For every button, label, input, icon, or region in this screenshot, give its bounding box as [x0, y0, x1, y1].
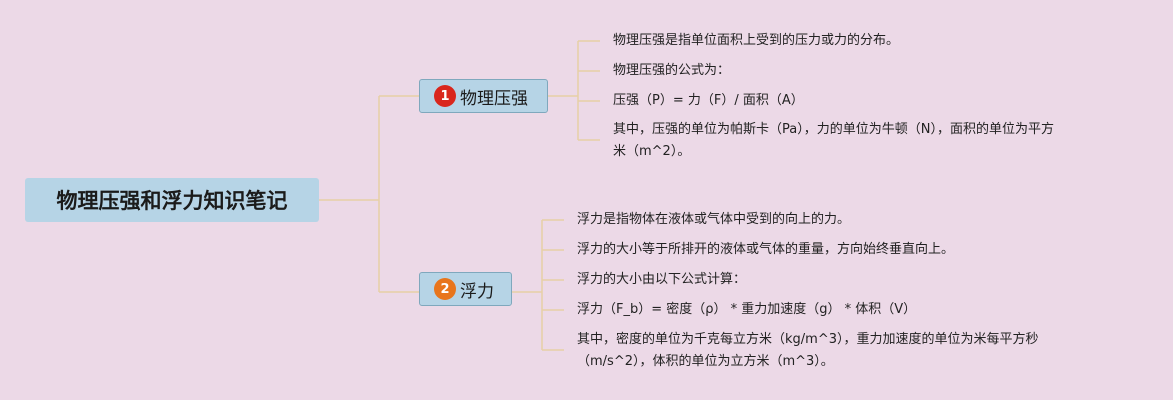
- leaf-buoyancy-units: 其中，密度的单位为千克每立方米（kg/m^3），重力加速度的单位为米每平方秒: [577, 332, 1039, 347]
- root-topic[interactable]: 物理压强和浮力知识笔记: [25, 178, 319, 222]
- leaf-pressure-units: 其中，压强的单位为帕斯卡（Pa），力的单位为牛顿（N），面积的单位为平方: [613, 122, 1054, 137]
- branch-buoyancy[interactable]: 2 浮力: [419, 272, 512, 306]
- leaf-pressure-formula-intro: 物理压强的公式为：: [613, 63, 731, 78]
- leaf-pressure-definition: 物理压强是指单位面积上受到的压力或力的分布。: [613, 33, 900, 48]
- branch-pressure[interactable]: 1 物理压强: [419, 79, 548, 113]
- leaf-pressure-formula: 压强（P）= 力（F）/ 面积（A）: [613, 93, 804, 108]
- leaf-buoyancy-magnitude: 浮力的大小等于所排开的液体或气体的重量，方向始终垂直向上。: [577, 242, 955, 257]
- number-badge-1: 1: [434, 85, 456, 107]
- leaf-buoyancy-formula: 浮力（F_b）= 密度（ρ） * 重力加速度（g） * 体积（V）: [577, 302, 917, 317]
- branch-label: 物理压强: [460, 88, 528, 109]
- root-title: 物理压强和浮力知识笔记: [56, 189, 288, 213]
- leaf-buoyancy-units-cont: （m/s^2），体积的单位为立方米（m^3）。: [577, 354, 834, 369]
- number-badge-2: 2: [434, 278, 456, 300]
- leaf-buoyancy-formula-intro: 浮力的大小由以下公式计算：: [577, 272, 747, 287]
- leaf-buoyancy-definition: 浮力是指物体在液体或气体中受到的向上的力。: [577, 212, 851, 227]
- leaf-pressure-units-cont: 米（m^2）。: [613, 144, 691, 159]
- branch-label: 浮力: [460, 281, 494, 302]
